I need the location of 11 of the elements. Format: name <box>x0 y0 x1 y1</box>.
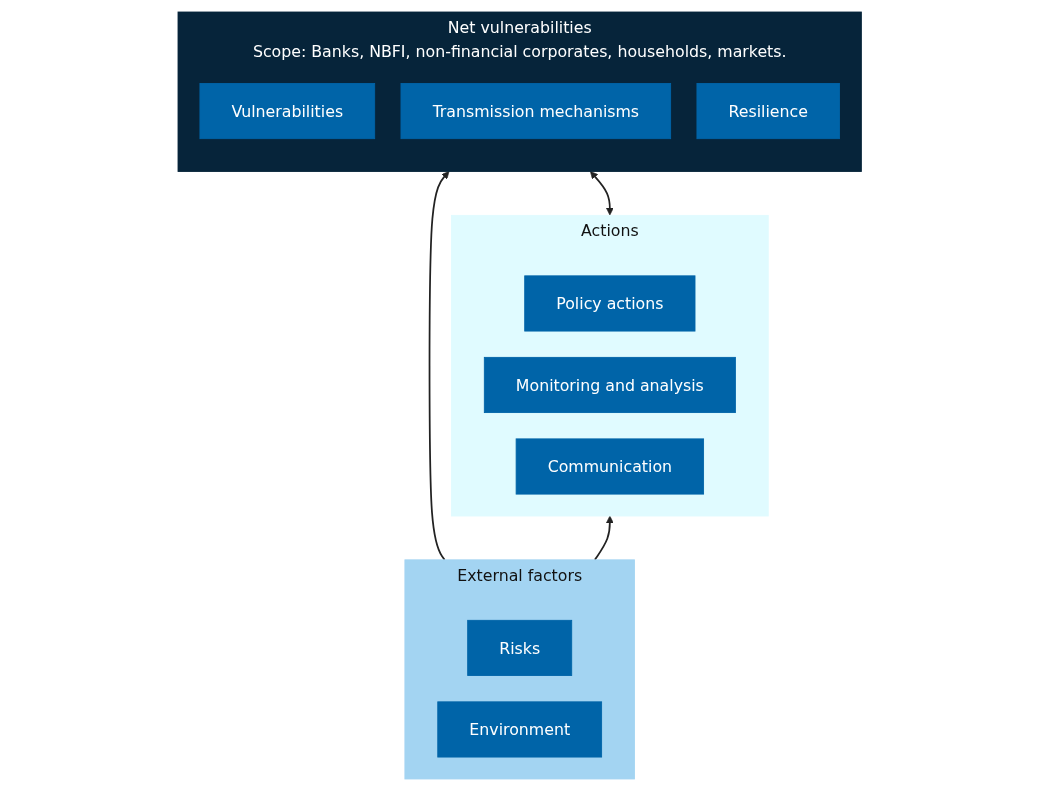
node-box: Monitoring and analysis <box>484 356 737 413</box>
node-box: Communication <box>515 438 705 495</box>
node-box: Policy actions <box>524 275 696 332</box>
node-box: Environment <box>437 701 603 758</box>
arrow <box>428 171 450 561</box>
node-box: Vulnerabilities <box>199 83 376 140</box>
arrow <box>590 171 614 216</box>
node-box: Resilience <box>696 83 841 140</box>
node-box: Risks <box>467 619 573 676</box>
arrow <box>594 515 614 561</box>
node-box: Transmission mechanisms <box>400 83 672 140</box>
